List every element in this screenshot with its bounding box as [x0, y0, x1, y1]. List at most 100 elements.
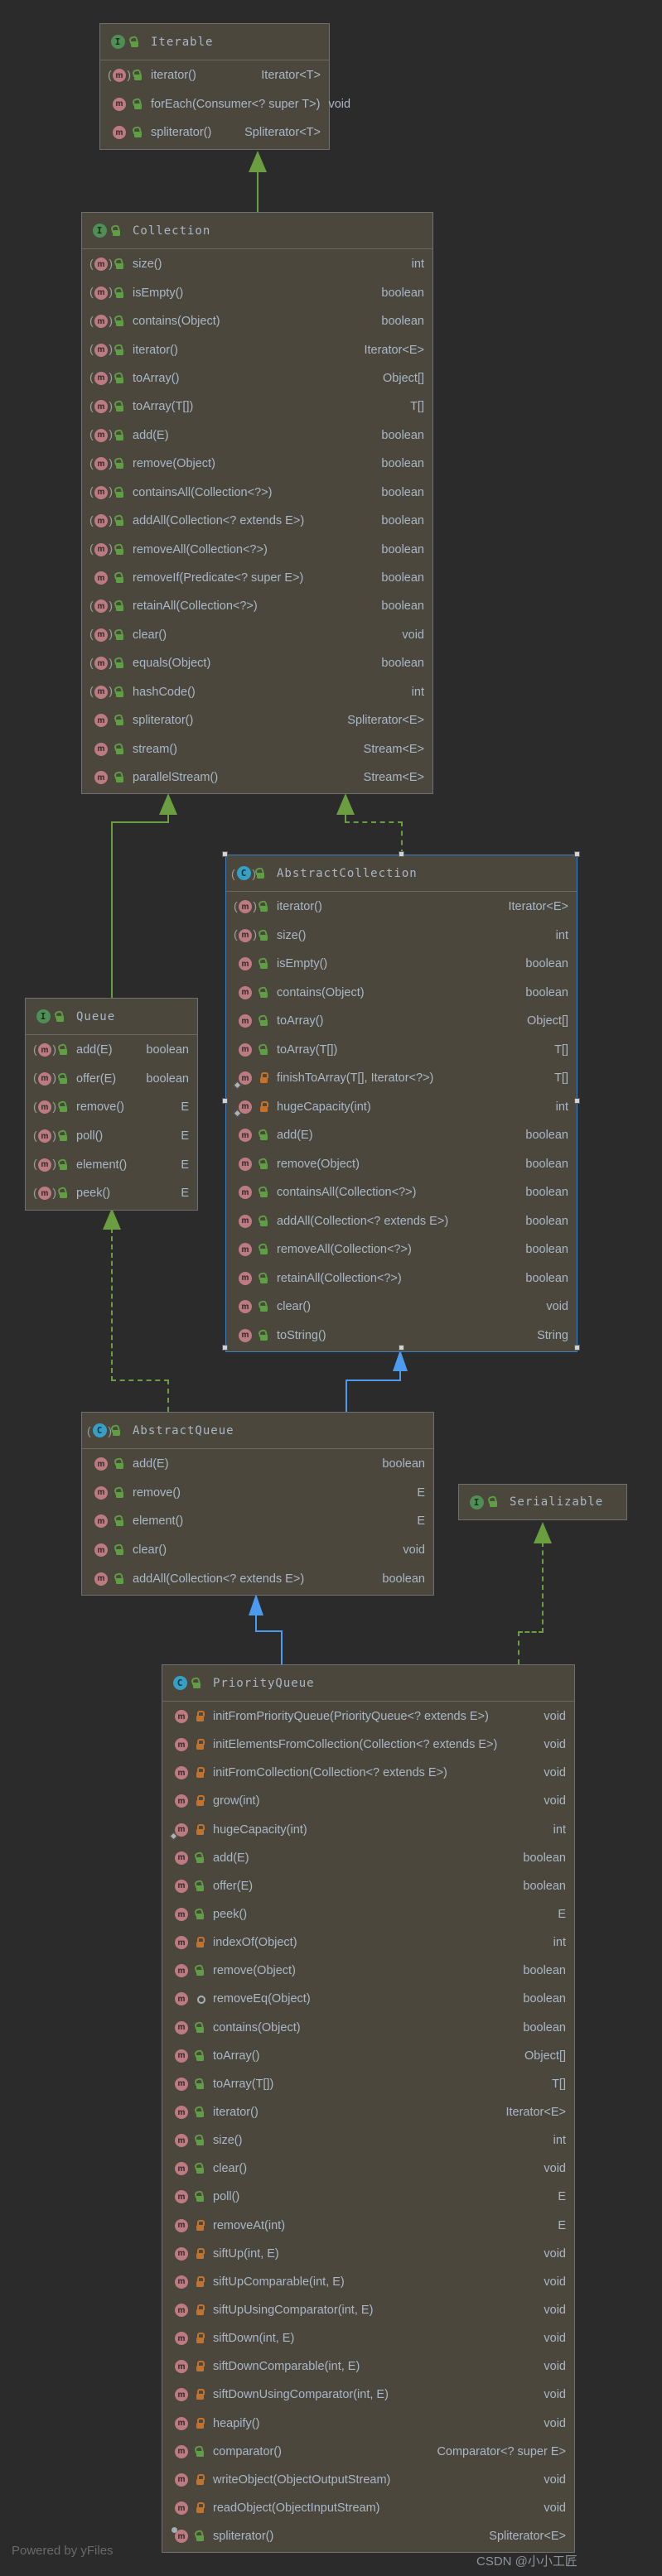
method-icon [172, 2275, 191, 2289]
visibility-lock-icon [133, 99, 144, 110]
member-name: forEach(Consumer<? super T>) [151, 97, 321, 111]
interface-icon [36, 1009, 51, 1024]
member-row: heapify() void [162, 2410, 574, 2438]
method-icon [172, 1822, 191, 1837]
member-name: spliterator() [133, 714, 194, 728]
member-name: contains(Object) [277, 985, 365, 999]
method-icon [92, 1514, 110, 1529]
selection-handle[interactable] [222, 851, 228, 857]
method-icon [172, 2444, 191, 2458]
selection-handle[interactable] [399, 851, 404, 857]
selection-handle[interactable] [222, 1345, 228, 1351]
member-return-type: Iterator<T> [261, 69, 321, 83]
visibility-lock-icon [115, 600, 126, 612]
member-name: removeEq(Object) [213, 1992, 311, 2006]
member-return-type: void [544, 2275, 566, 2289]
visibility-lock-icon [196, 1711, 206, 1722]
member-return-type: void [544, 1710, 566, 1724]
public-lock-icon [56, 1011, 66, 1023]
member-row: removeAll(Collection<?>) boolean [226, 1235, 577, 1264]
visibility-lock-icon [196, 2275, 206, 2288]
member-return-type: int [411, 258, 424, 272]
visibility-lock-icon [115, 1544, 126, 1556]
member-name: toArray(T[]) [277, 1042, 338, 1057]
member-row: hugeCapacity(int) int [162, 1816, 574, 1844]
class-header: Collection [82, 213, 432, 249]
visibility-lock-icon [115, 657, 126, 669]
visibility-lock-icon [196, 1852, 206, 1864]
member-name: grow(int) [213, 1794, 260, 1808]
visibility-lock-icon [259, 930, 270, 941]
method-icon [89, 370, 113, 385]
class-node-abstractcollection[interactable]: AbstractCollection iterator() Iterator<E… [225, 855, 577, 1352]
visibility-lock-icon [259, 1044, 270, 1056]
visibility-lock-icon [196, 2107, 206, 2118]
visibility-lock-icon [196, 2078, 206, 2090]
method-icon [89, 257, 113, 272]
member-name: element() [133, 1514, 184, 1529]
class-node-collection[interactable]: Collection size() int isEmpty() boolean … [81, 212, 433, 795]
visibility-lock-icon [115, 629, 126, 641]
member-name: spliterator() [151, 126, 212, 140]
member-name: iterator() [213, 2106, 259, 2120]
class-node-iterable[interactable]: Iterable iterator() Iterator<T> forEach(… [99, 23, 350, 150]
visibility-lock-icon [115, 515, 126, 527]
member-return-type: int [553, 1936, 566, 1950]
member-name: add(E) [133, 1457, 169, 1471]
selection-handle[interactable] [574, 1345, 580, 1351]
visibility-lock-icon [196, 2530, 206, 2542]
inheritance-arrowhead [159, 793, 177, 815]
class-node-abstractqueue[interactable]: AbstractQueue add(E) boolean remove() E … [81, 1412, 434, 1596]
class-node-priorityqueue[interactable]: PriorityQueue initFromPriorityQueue(Prio… [162, 1664, 575, 2554]
visibility-lock-icon [259, 1244, 270, 1255]
member-return-type: boolean [525, 985, 568, 999]
member-row: addAll(Collection<? extends E>) boolean [82, 1564, 433, 1593]
member-name: removeAt(int) [213, 2218, 286, 2232]
visibility-lock-icon [259, 1187, 270, 1198]
member-name: toArray(T[]) [133, 400, 194, 414]
selection-handle[interactable] [399, 1345, 404, 1351]
member-row: peek() E [162, 1900, 574, 1928]
member-name: iterator() [133, 343, 178, 357]
member-row: toArray() Object[] [226, 1007, 577, 1036]
member-row: isEmpty() boolean [226, 950, 577, 979]
inheritance-arrowhead [249, 151, 267, 172]
member-return-type: void [544, 2416, 566, 2430]
visibility-lock-icon [196, 1767, 206, 1779]
visibility-lock-icon [196, 1909, 206, 1920]
abstract-class-icon [231, 866, 256, 881]
member-row: spliterator() Spliterator<E> [162, 2522, 574, 2550]
member-return-type: int [553, 2134, 566, 2148]
method-icon [172, 1908, 191, 1922]
selection-handle[interactable] [574, 1098, 580, 1104]
member-row: indexOf(Object) int [162, 1928, 574, 1957]
member-row: retainAll(Collection<?>) boolean [82, 592, 432, 620]
method-icon [89, 599, 113, 614]
member-return-type: boolean [523, 1851, 566, 1865]
member-row: siftUpComparable(int, E) void [162, 2268, 574, 2296]
member-return-type: boolean [381, 514, 424, 528]
method-icon [33, 1100, 56, 1115]
member-row: poll() E [26, 1122, 197, 1151]
class-header: AbstractCollection [226, 855, 577, 892]
class-node-serializable[interactable]: Serializable [458, 1484, 627, 1520]
method-icon [92, 1543, 110, 1558]
method-icon [172, 2162, 191, 2176]
class-node-queue[interactable]: Queue add(E) boolean offer(E) boolean re… [25, 998, 198, 1211]
abstract-class-icon [87, 1423, 112, 1438]
visibility-lock-icon [115, 1487, 126, 1499]
visibility-lock-icon [196, 2502, 206, 2514]
method-icon [234, 899, 257, 914]
member-return-type: boolean [146, 1043, 189, 1057]
visibility-lock-icon [115, 287, 126, 299]
member-return-type: E [417, 1514, 425, 1529]
method-icon [172, 1936, 191, 1950]
visibility-lock-icon [196, 1880, 206, 1892]
member-row: element() E [82, 1507, 433, 1536]
member-name: size() [277, 928, 307, 942]
member-row: clear() void [226, 1293, 577, 1322]
member-return-type: T[] [554, 1042, 568, 1057]
selection-handle[interactable] [574, 851, 580, 857]
member-row: clear() void [82, 621, 432, 649]
selection-handle[interactable] [222, 1098, 228, 1104]
